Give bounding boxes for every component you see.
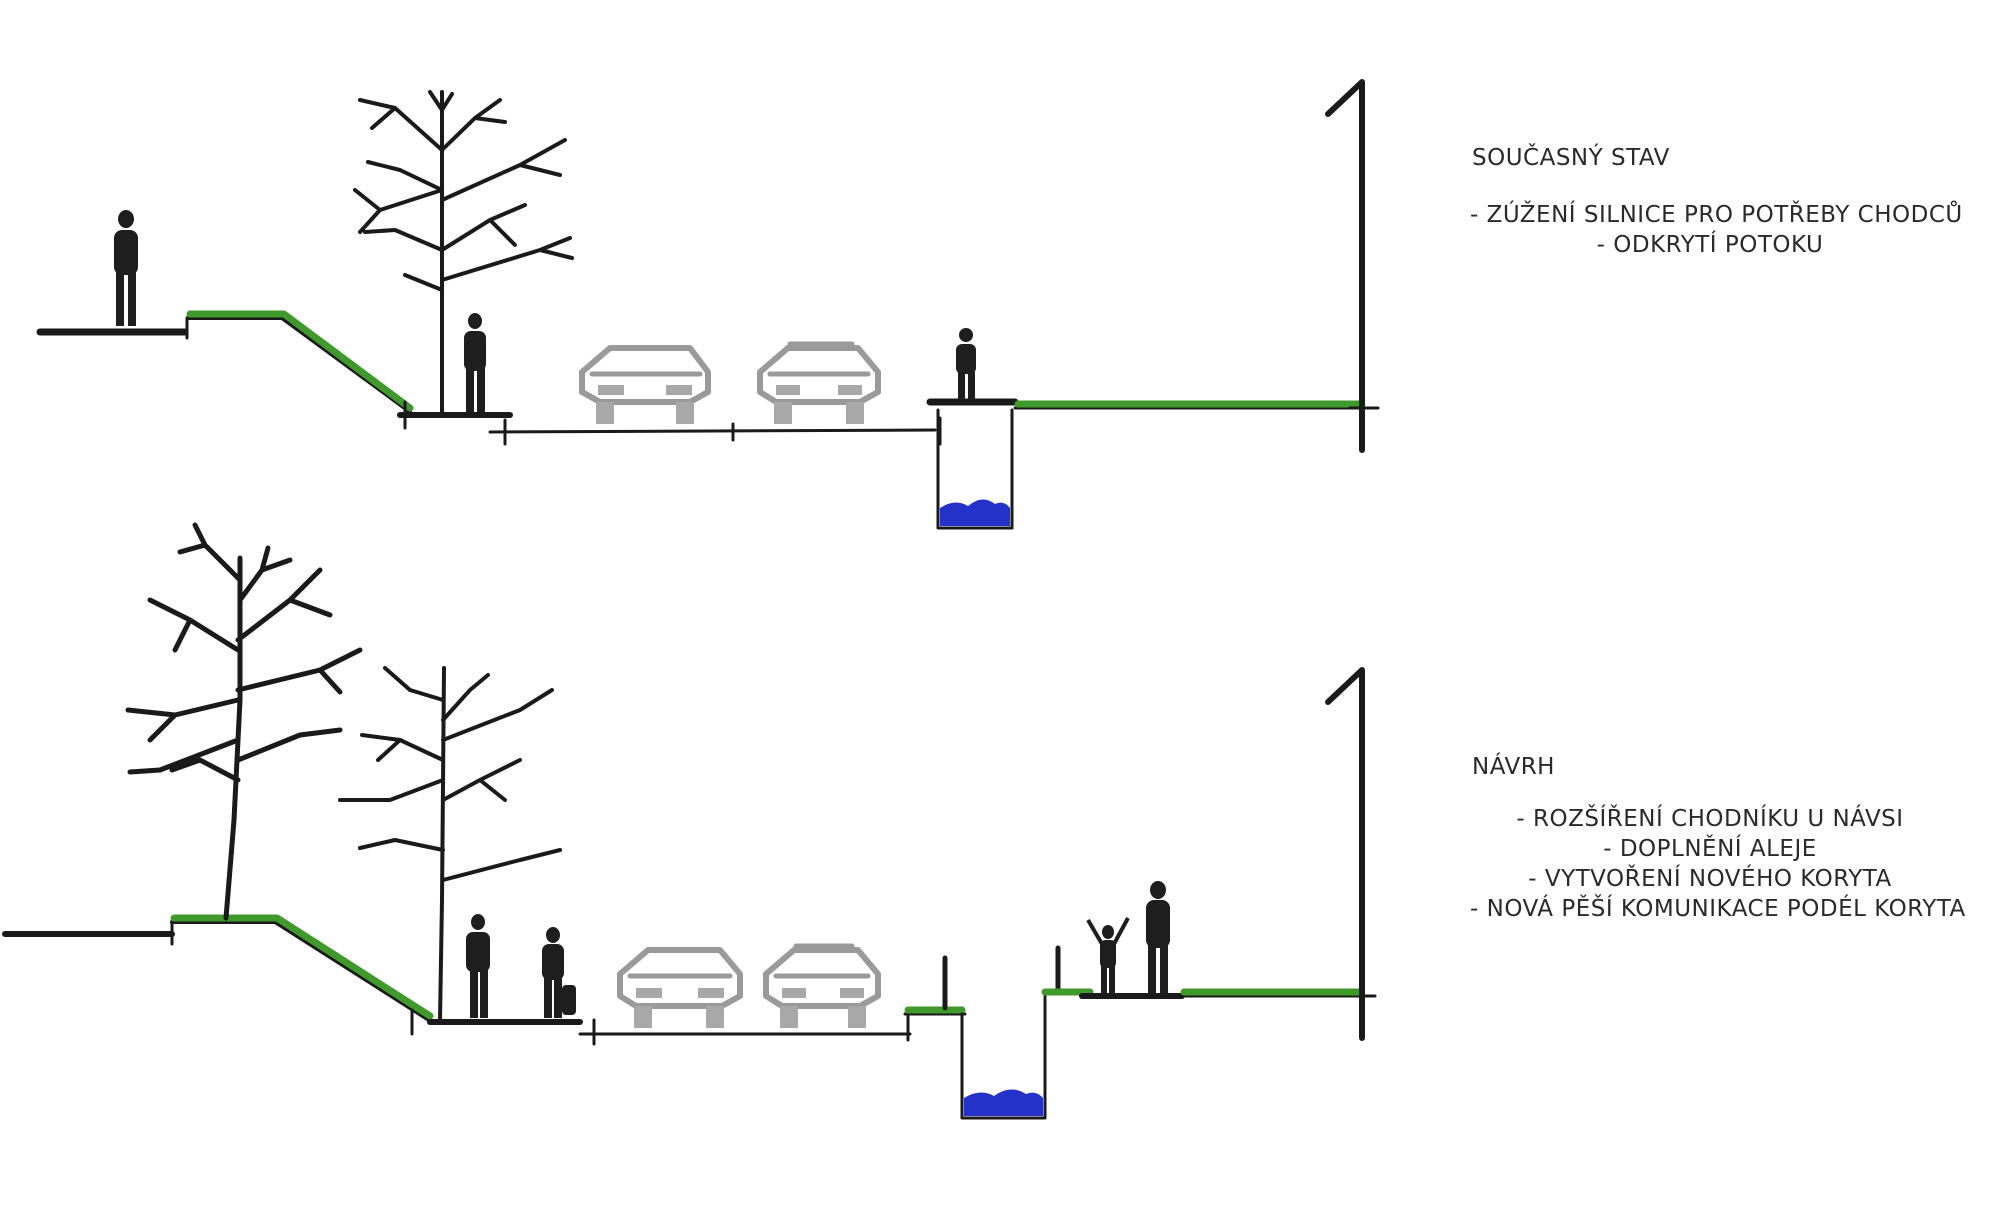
lower-embankment-line: [170, 920, 434, 1024]
current-state-title: SOUČASNÝ STAV: [1472, 145, 1670, 171]
lower-street-lamp: [1325, 667, 1365, 1041]
adult-on-footpath: [1146, 881, 1170, 994]
child-waving: [1086, 917, 1130, 994]
pedestrian-creek-sidewalk: [956, 328, 976, 400]
proposal-note-2: - DOPLNĚNÍ ALEJE: [1603, 836, 1817, 862]
embankment-grass: [186, 310, 414, 412]
street-lamp: [1325, 79, 1365, 453]
new-tree-small: [338, 666, 562, 1022]
proposal-note-3: - VYTVOŘENÍ NOVÉHO KORYTA: [1528, 866, 1892, 892]
creek-water: [940, 499, 1010, 526]
proposal-notes: - ROZŠÍŘENÍ CHODNÍKU U NÁVSI - DOPLNĚNÍ …: [1470, 804, 1966, 924]
current-note-1: - ZÚŽENÍ SILNICE PRO POTŘEBY CHODCŮ: [1470, 202, 1963, 228]
pedestrian-tree-strip: [464, 313, 486, 413]
car-2: [757, 341, 881, 424]
existing-tree: [353, 90, 574, 414]
new-creek-water: [964, 1089, 1043, 1116]
current-note-2: - ODKRYTÍ POTOKU: [1596, 232, 1824, 258]
new-tree-large: [125, 522, 363, 921]
current-state-section: [36, 79, 1380, 530]
proposal-note-1: - ROZŠÍŘENÍ CHODNÍKU U NÁVSI: [1516, 806, 1904, 832]
pedestrian-couple-1: [466, 914, 490, 1018]
lower-embankment-grass: [170, 914, 434, 1020]
road-surface: [488, 428, 937, 434]
current-state-notes: - ZÚŽENÍ SILNICE PRO POTŘEBY CHODCŮ - OD…: [1470, 200, 1963, 260]
proposal-title: NÁVRH: [1472, 754, 1555, 780]
proposal-section: [2, 522, 1377, 1120]
new-creek-channel: [960, 994, 1047, 1120]
pedestrian-upper-left: [114, 210, 138, 326]
proposal-note-4: - NOVÁ PĚŠÍ KOMUNIKACE PODÉL KORYTA: [1470, 896, 1966, 922]
car-1: [579, 345, 711, 424]
pedestrian-with-child: [542, 927, 576, 1018]
embankment-line: [186, 316, 412, 414]
creek-channel: [936, 408, 1014, 530]
car-4: [763, 943, 881, 1028]
car-3: [617, 947, 743, 1028]
